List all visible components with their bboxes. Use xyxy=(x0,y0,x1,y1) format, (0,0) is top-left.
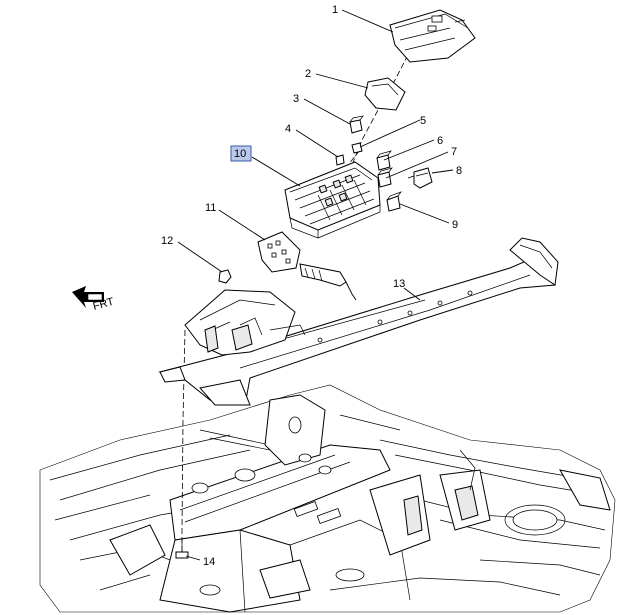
mini-fuse xyxy=(335,154,345,166)
front-direction-arrow-icon: FRT xyxy=(72,286,116,313)
bolt xyxy=(175,540,189,559)
nut xyxy=(218,269,232,284)
fuse-block xyxy=(284,161,381,239)
callout-9: 9 xyxy=(452,219,458,231)
cross-car-beam xyxy=(158,237,559,406)
bracket xyxy=(364,77,406,111)
callout-1: 1 xyxy=(332,4,338,16)
callout-6: 6 xyxy=(437,135,443,147)
connector-harness xyxy=(257,231,357,301)
callout-14: 14 xyxy=(203,556,215,568)
relays-6-7 xyxy=(376,150,393,188)
relay xyxy=(349,115,364,134)
callout-4: 4 xyxy=(285,123,291,135)
fuse-box-cover xyxy=(389,9,476,63)
clip xyxy=(351,142,363,154)
callout-13: 13 xyxy=(393,278,405,290)
callout-2: 2 xyxy=(305,68,311,80)
callout-11: 11 xyxy=(205,202,216,214)
callouts: 1 2 3 4 5 6 7 8 9 10 11 12 13 14 xyxy=(161,4,462,568)
front-arrow-label: FRT xyxy=(92,296,116,313)
callout-8: 8 xyxy=(456,165,462,177)
bracket-clip xyxy=(407,167,433,189)
leader-lines xyxy=(177,9,454,561)
fuse xyxy=(386,191,402,212)
callout-10-highlight: 10 xyxy=(230,145,252,162)
callout-10: 10 xyxy=(234,148,246,160)
floor-pan xyxy=(39,384,616,613)
callout-3: 3 xyxy=(293,93,299,105)
callout-7: 7 xyxy=(451,146,457,158)
callout-5: 5 xyxy=(420,115,426,127)
callout-12: 12 xyxy=(161,235,173,247)
